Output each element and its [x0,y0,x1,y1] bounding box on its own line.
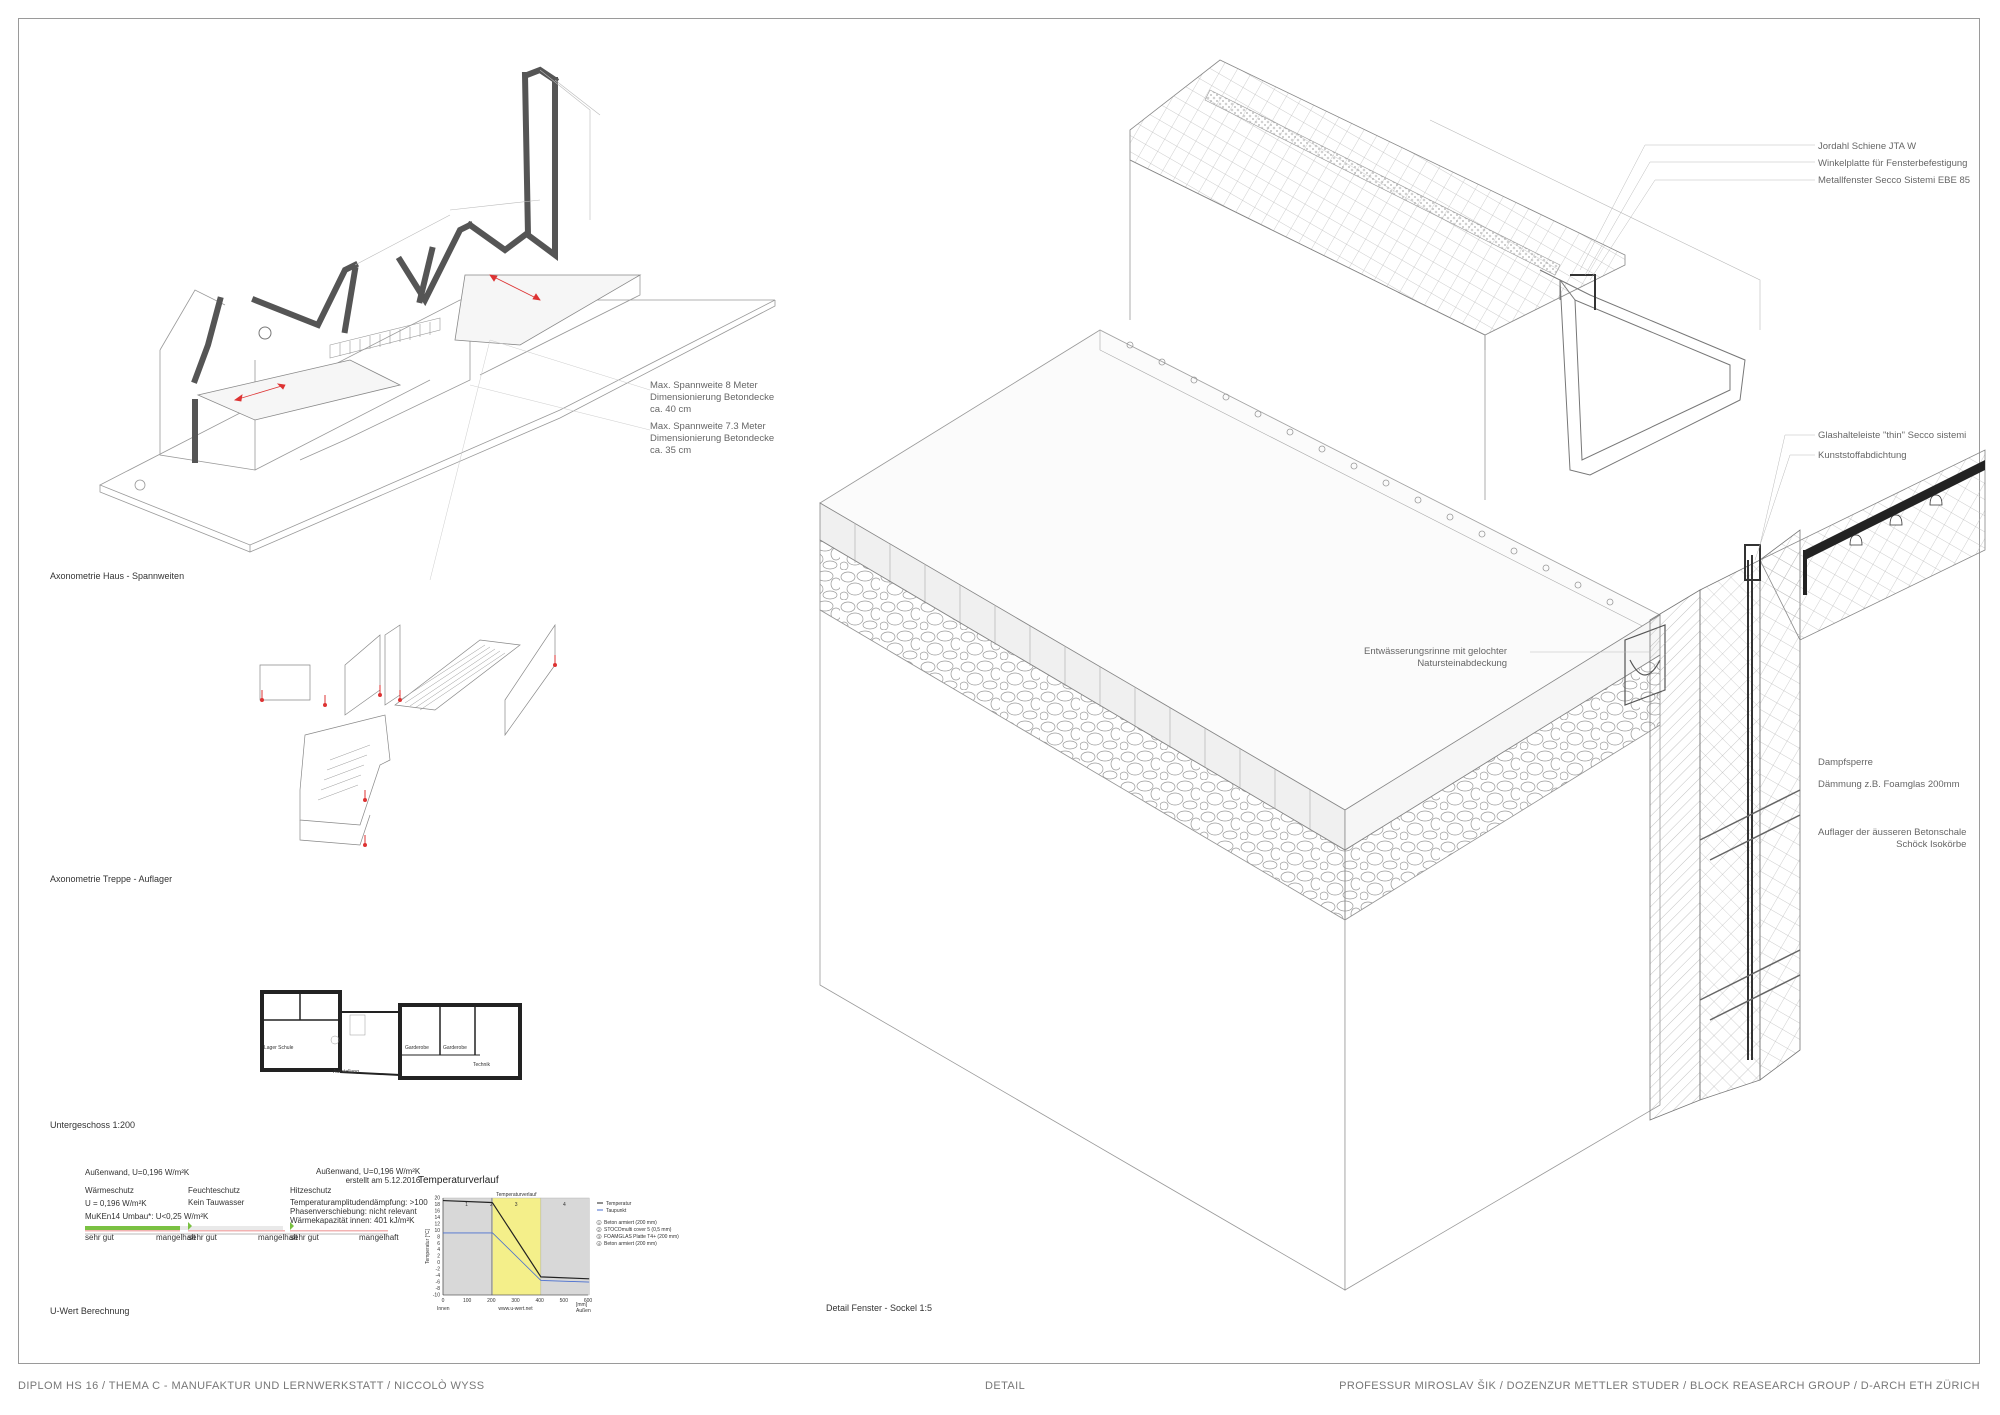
u-calc-meta-2: erstellt am 5.12.2016 [345,1176,421,1185]
footer-left: DIPLOM HS 16 / THEMA C - MANUFAKTUR UND … [18,1380,485,1392]
plan-label-garderobe-1: Garderobe [405,1045,429,1051]
u-calc-meta: Außenwand, U=0,196 W/m²K erstellt am 5.1… [316,1167,420,1185]
label-kunststoffabdichtung: Kunststoffabdichtung [1818,450,1907,461]
caption-untergeschoss: Untergeschoss 1:200 [50,1120,136,1130]
footer-center: DETAIL [985,1380,1026,1392]
span-note-2-line3: ca. 35 cm [650,445,692,456]
label-daemmung: Dämmung z.B. Foamglas 200mm [1818,779,1960,790]
label-jordahl: Jordahl Schiene JTA W [1818,141,1917,152]
label-auflager-line2: Schöck Isokörbe [1896,839,1967,850]
label-glashalteleiste: Glashalteleiste "thin" Secco sistemi [1818,430,1967,441]
hitze-sub-3: Wärmekapazität innen: 401 kJ/m²K [290,1216,415,1225]
label-winkelplatte: Winkelplatte für Fensterbefestigung [1818,158,1968,169]
span-note-1-line1: Max. Spannweite 8 Meter [650,380,758,391]
plan-label-technik: Technik [473,1062,490,1068]
caption-axo-haus: Axonometrie Haus - Spannweiten [50,571,185,581]
u-calc-title: Außenwand, U=0,196 W/m²K [85,1168,190,1177]
scale-good-1: sehr gut [85,1233,114,1242]
plan-label-garderobe-2: Garderobe [443,1045,467,1051]
scale-good-3: sehr gut [290,1233,319,1242]
waerme-value: U = 0,196 W/m²K [85,1199,147,1208]
span-note-2: Max. Spannweite 7.3 Meter Dimensionierun… [650,421,774,457]
label-auflager: Auflager der äusseren Betonschale Schöck… [1818,827,1966,851]
caption-u-wert: U-Wert Berechnung [50,1306,130,1316]
hitze-title: Hitzeschutz [290,1186,332,1195]
scale-bad-1: mangelhaft [156,1233,196,1242]
plan-label-ausstellung: Ausstellung [333,1069,359,1075]
label-entwaesserung-line1: Entwässerungsrinne mit gelochter [1364,646,1508,657]
label-dampfsperre: Dampfsperre [1818,757,1873,768]
span-note-2-line2: Dimensionierung Betondecke [650,433,775,444]
label-auflager-line1: Auflager der äusseren Betonschale [1818,827,1967,838]
feuchte-sub: Kein Tauwasser [188,1198,245,1207]
label-entwaesserung: Entwässerungsrinne mit gelochter Naturst… [1364,646,1507,670]
u-calc-meta-1: Außenwand, U=0,196 W/m²K [316,1167,421,1176]
plan-label-lager: Lager Schule [264,1045,294,1051]
scale-bad-2: mangelhaft [258,1233,298,1242]
hitze-sub-2: Phasenverschiebung: nicht relevant [290,1207,417,1216]
span-note-1-line3: ca. 40 cm [650,404,692,415]
label-entwaesserung-line2: Natursteinabdeckung [1417,658,1508,669]
label-metallfenster: Metallfenster Secco Sistemi EBE 85 [1818,175,1971,186]
span-note-1: Max. Spannweite 8 Meter Dimensionierung … [650,380,774,416]
feuchte-title: Feuchteschutz [188,1186,241,1195]
scale-bad-3: mangelhaft [359,1233,399,1242]
span-note-2-line1: Max. Spannweite 7.3 Meter [650,421,766,432]
span-note-1-line2: Dimensionierung Betondecke [650,392,775,403]
sheet-frame [18,18,1980,1364]
scale-good-2: sehr gut [188,1233,217,1242]
caption-detail: Detail Fenster - Sockel 1:5 [826,1303,933,1313]
footer-right: PROFESSUR MIROSLAV ŠIK / DOZENZUR METTLE… [1339,1380,1980,1392]
hitze-sub: Temperaturamplitudendämpfung: >100 Phase… [290,1198,428,1225]
hitze-sub-1: Temperaturamplitudendämpfung: >100 [290,1198,428,1207]
waerme-sub: MuKEn14 Umbau*: U<0,25 W/m²K [85,1212,209,1221]
caption-axo-treppe: Axonometrie Treppe - Auflager [50,874,173,884]
waerme-title: Wärmeschutz [85,1186,134,1195]
